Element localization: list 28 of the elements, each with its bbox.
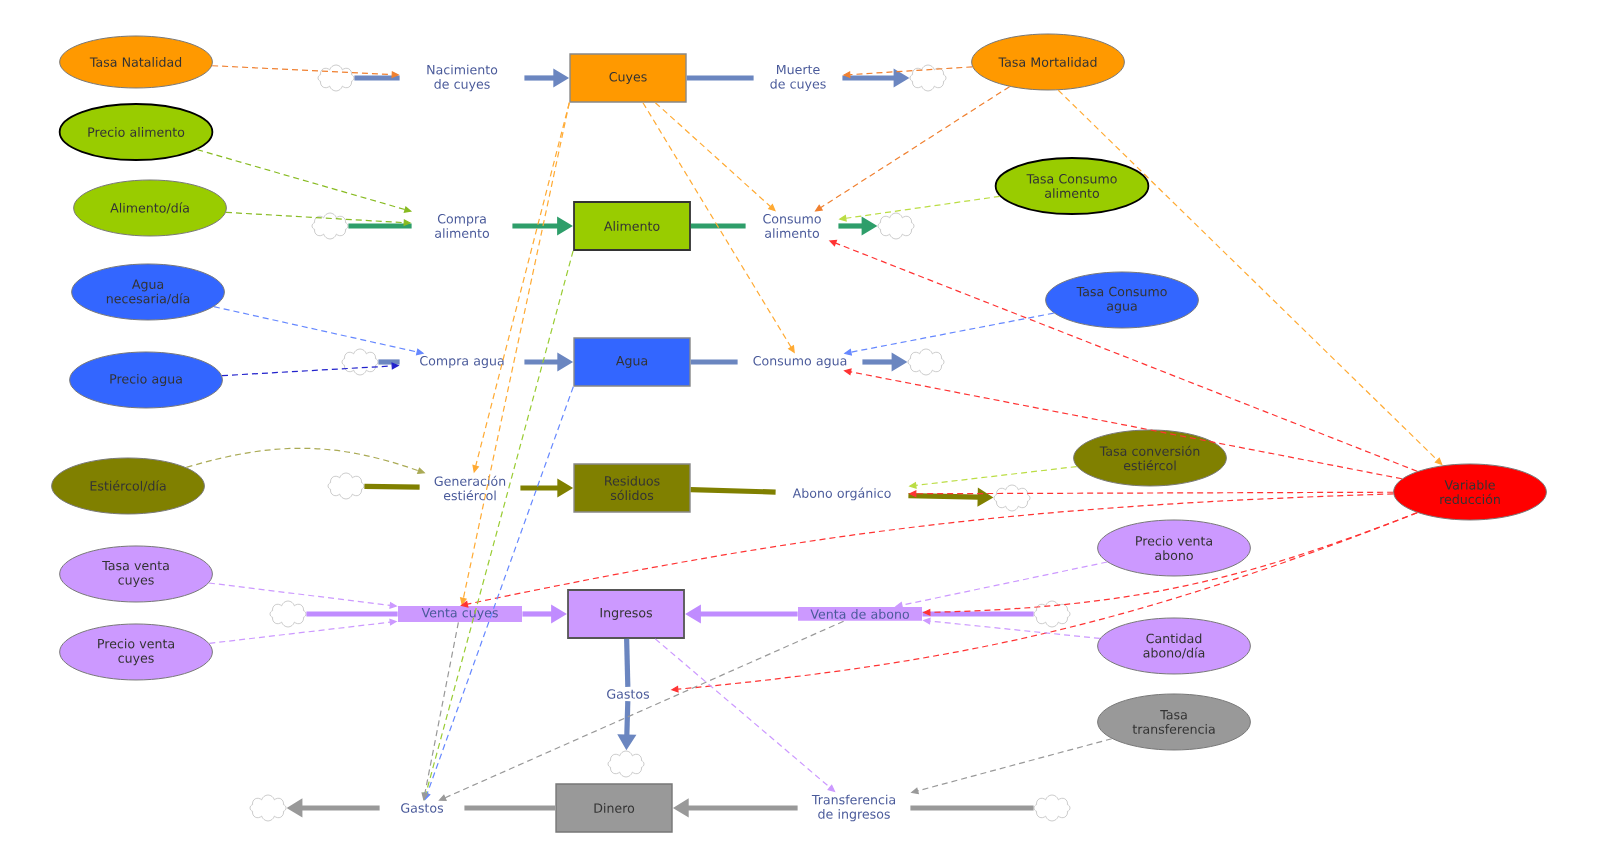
link-arrow [438,620,845,801]
flow-pipe [624,638,631,687]
cloud-symbol [249,794,287,822]
cloud-symbol [269,600,307,628]
link-arrow [460,493,1394,608]
cloud-symbol [909,64,947,92]
cloud-symbol [877,212,915,240]
cloud-symbol [1033,600,1071,628]
flow-pipe [348,223,412,229]
cloud-symbol [327,472,365,500]
flow-pipe [922,611,1034,617]
flow-pipe [910,805,1034,811]
flow-pipe [378,359,400,365]
cloud-symbol [993,484,1031,512]
flow-pipe [690,223,746,229]
cloud-symbol [907,348,945,376]
cloud-symbol [317,64,355,92]
cloud-symbol [311,212,349,240]
flow-pipe [354,75,400,81]
flow-pipe [306,611,398,617]
cloud-symbol [341,348,379,376]
flow-pipe [686,75,754,81]
flow-pipe [690,487,776,495]
flow-pipe [690,359,738,365]
flow-pipe [364,483,420,490]
flow-pipe [464,805,556,811]
cloud-symbol [1033,794,1071,822]
cloud-symbol [607,750,645,778]
